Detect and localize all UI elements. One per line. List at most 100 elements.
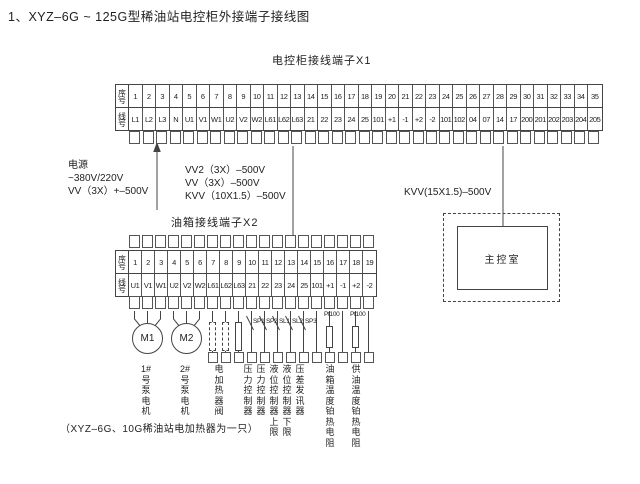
cable-lug	[246, 235, 257, 248]
cable-lug	[363, 296, 374, 309]
terminal-cell: +2	[350, 274, 363, 296]
cable-lug	[142, 235, 153, 248]
sensor-tag-sl2: SL2	[292, 318, 303, 325]
cable-lug	[129, 235, 140, 248]
rtd-element-2	[352, 326, 359, 348]
terminal-cell: 31	[534, 85, 548, 107]
terminal-cell: L1	[129, 108, 143, 130]
terminal-cell: 20	[386, 85, 399, 107]
cable-lug	[277, 131, 289, 144]
terminal-cell: W1	[210, 108, 224, 130]
terminal-cell: 16	[332, 85, 345, 107]
cable-lug	[350, 235, 361, 248]
terminal-cell: 10	[251, 85, 264, 107]
terminal-cell: 34	[575, 85, 588, 107]
cable-lug	[547, 131, 558, 144]
terminal-cell: 22	[259, 274, 272, 296]
cable-lug	[220, 296, 231, 309]
terminal-cell: 19	[372, 85, 386, 107]
terminal-cell: 6	[194, 251, 207, 273]
terminal-cell: 2	[142, 251, 155, 273]
terminal-cell: 21	[399, 85, 413, 107]
terminal-cell: W2	[194, 274, 207, 296]
x2-top-lugs	[129, 235, 376, 248]
cable-lug	[142, 131, 154, 144]
terminal-cell: 4	[168, 251, 181, 273]
terminal-cell: 8	[220, 251, 233, 273]
terminal-cell: 200	[521, 108, 534, 130]
cable-lug	[259, 296, 270, 309]
cable-lug	[587, 131, 599, 144]
terminal-cell: 102	[453, 108, 467, 130]
cable-lug	[331, 131, 343, 144]
terminal-cell: 17	[345, 85, 359, 107]
cable-lug	[324, 235, 335, 248]
terminal-cell: 15	[318, 85, 332, 107]
label-level-ctrl-low: 液 位 控 制 器 下 限	[282, 364, 292, 437]
cable-lug	[493, 131, 504, 144]
terminal-cell: 07	[480, 108, 494, 130]
cable-lug	[466, 131, 477, 144]
cable-lug	[181, 235, 192, 248]
cable-lug	[169, 131, 181, 144]
cable-lug	[285, 235, 296, 248]
terminal-cell: 205	[589, 114, 601, 124]
terminal-cell: 14	[494, 108, 507, 130]
cable-lug	[207, 235, 218, 248]
heater-element-2	[222, 322, 229, 351]
device-lug	[285, 352, 296, 363]
terminal-cell: 29	[507, 85, 521, 107]
terminal-cell: 35	[590, 91, 599, 101]
cable-lug	[181, 296, 192, 309]
terminal-cell: 15	[311, 251, 324, 273]
control-room-boundary	[443, 213, 560, 302]
terminal-cell: 23	[332, 108, 345, 130]
cable-lug	[506, 131, 518, 144]
device-lug	[246, 352, 257, 363]
cable-lug	[183, 131, 194, 144]
cable-lug	[223, 131, 235, 144]
device-lug	[233, 352, 244, 363]
cable-lug	[412, 131, 424, 144]
terminal-cell: 21	[305, 108, 318, 130]
power-spec: 电源 ~380V/220V VV（3X）+–500V	[68, 160, 149, 197]
cable-lug	[311, 296, 322, 309]
device-lug	[259, 352, 270, 363]
terminal-cell: 04	[467, 108, 480, 130]
x1-number-header: 序号	[116, 85, 129, 107]
terminal-cell: 203	[561, 108, 575, 130]
terminal-cell: L63	[233, 274, 246, 296]
terminal-cell: 24	[440, 85, 453, 107]
label-supply-rtd: 供 油 温 度 铂 热 电 阻	[351, 364, 361, 448]
terminal-cell: L63	[291, 108, 305, 130]
terminal-cell: 23	[426, 85, 440, 107]
terminal-cell: U2	[224, 108, 237, 130]
terminal-cell: 4	[170, 85, 183, 107]
terminal-cell: 18	[359, 85, 372, 107]
terminal-cell: 101	[372, 108, 386, 130]
device-lug	[207, 352, 218, 363]
cable-lug	[311, 235, 322, 248]
rtd-tag-2: Pt100	[350, 311, 366, 318]
terminal-cell: W1	[155, 274, 168, 296]
x1-tank-cable-lugs	[183, 131, 440, 144]
terminal-cell: V2	[181, 274, 194, 296]
terminal-cell: 25	[453, 85, 467, 107]
terminal-cell: W2	[251, 108, 264, 130]
terminal-cell: 5	[183, 85, 197, 107]
cable-lug	[168, 235, 179, 248]
x1-label: 电控柜接线端子X1	[272, 55, 372, 67]
terminal-cell: 3	[155, 251, 168, 273]
terminal-cell: 101	[440, 108, 453, 130]
sensor-tag-sp1: SP1	[253, 318, 265, 325]
terminal-cell: 18	[350, 251, 363, 273]
terminal-cell: V1	[142, 274, 155, 296]
cable-lug	[129, 296, 140, 309]
cable-lug	[246, 296, 257, 309]
x2-label: 油箱接线端子X2	[171, 217, 259, 229]
device-lug	[272, 352, 283, 363]
